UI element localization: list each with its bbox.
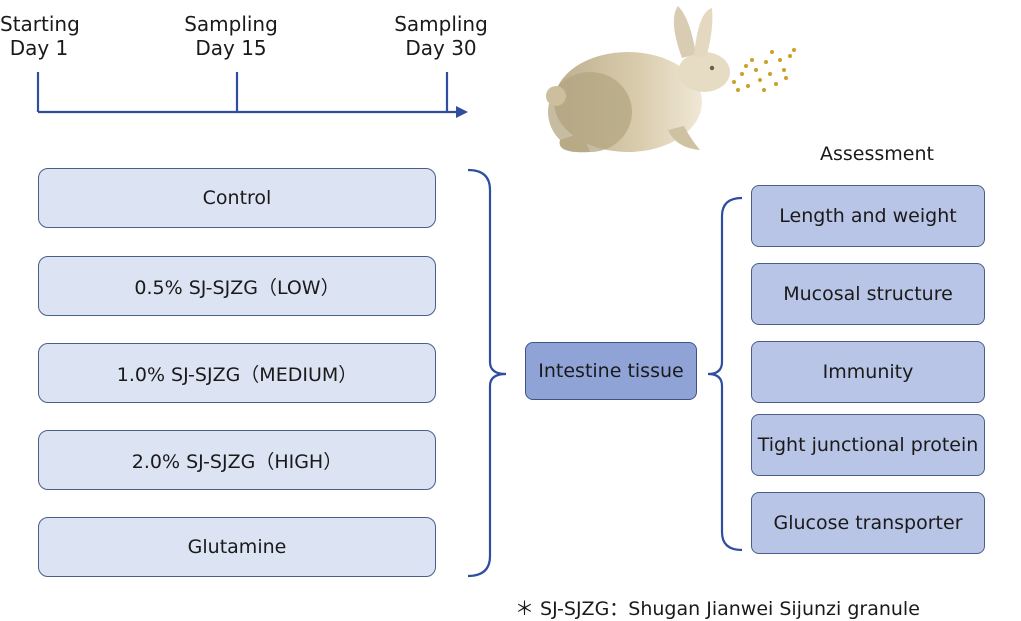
assessment-item-label: Glucose transporter [773,512,963,534]
assessment-item-label: Length and weight [779,205,957,227]
assessment-item-label: Mucosal structure [783,283,953,305]
timeline-label-start: Starting Day 1 [0,12,80,60]
assessment-mucosal-structure: Mucosal structure [751,263,985,325]
feed-dots [732,48,796,92]
assessment-tight-junction: Tight junctional protein [751,414,985,476]
assessment-item-label: Tight junctional protein [757,434,979,456]
intestine-tissue-box: Intestine tissue [525,342,697,400]
group-high-label: 2.0% SJ-SJZG（HIGH） [131,450,343,473]
groups-bracket [467,168,507,578]
group-medium: 1.0% SJ-SJZG（MEDIUM） [38,343,436,403]
group-high: 2.0% SJ-SJZG（HIGH） [38,430,436,490]
timeline-day30-line1: Sampling [394,12,488,36]
timeline-day15-line1: Sampling [184,12,278,36]
timeline-label-day30: Sampling Day 30 [388,12,494,60]
timeline-day30-line2: Day 30 [405,36,477,60]
rabbit-illustration [546,6,730,153]
group-control-label: Control [202,187,272,209]
timeline-start-line2: Day 1 [9,36,69,60]
group-low: 0.5% SJ-SJZG（LOW） [38,256,436,316]
timeline-day15-line2: Day 15 [195,36,267,60]
assessment-item-label: Immunity [822,361,914,383]
timeline-start-line1: Starting [0,12,80,36]
assessment-immunity: Immunity [751,341,985,403]
timeline-label-day15: Sampling Day 15 [178,12,284,60]
assessment-bracket [707,196,743,552]
assessment-length-weight: Length and weight [751,185,985,247]
group-low-label: 0.5% SJ-SJZG（LOW） [134,276,340,299]
timeline-arrowhead [456,106,468,118]
group-glutamine-label: Glutamine [187,536,287,558]
assessment-glucose-transporter: Glucose transporter [751,492,985,554]
group-glutamine: Glutamine [38,517,436,577]
group-control: Control [38,168,436,228]
intestine-tissue-label: Intestine tissue [538,360,684,382]
group-medium-label: 1.0% SJ-SJZG（MEDIUM） [116,363,358,386]
footnote: ＊ SJ-SJZG：Shugan Jianwei Sijunzi granule [515,598,920,620]
assessment-title: Assessment [820,143,934,165]
